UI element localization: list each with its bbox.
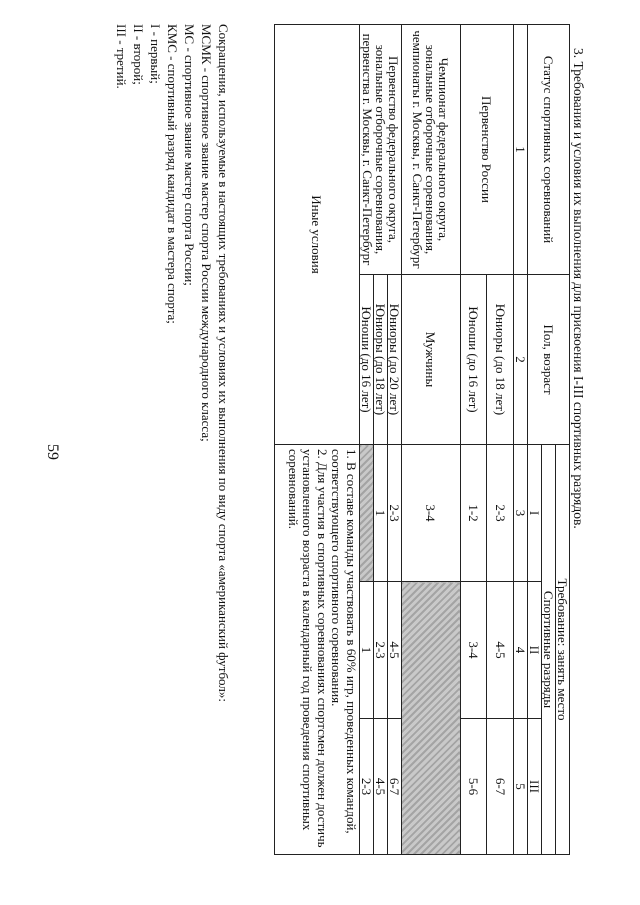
header-rank-3: III xyxy=(527,718,542,855)
table-header-row: Статус спортивных соревнований Пол, возр… xyxy=(527,24,570,855)
hatched-empty-cell xyxy=(401,581,461,855)
status-cell: Первенство федерального округа, зональны… xyxy=(359,24,402,275)
header-rank-2: II xyxy=(527,581,542,719)
status-cell: Чемпионат федерального округа, зональные… xyxy=(401,24,461,275)
group-cell: Юниоры (до 18 лет) xyxy=(487,274,514,445)
value-cell: 2-3 xyxy=(487,444,514,582)
header-requirement: Требование: занять место xyxy=(555,444,570,855)
condition-item: 1. В составе команды участвовать в 60% и… xyxy=(329,449,360,834)
value-cell: 6-7 xyxy=(387,718,402,855)
header-ranks: Спортивные разряды xyxy=(541,444,556,855)
value-cell: 6-7 xyxy=(487,718,514,855)
value-cell: 2-3 xyxy=(359,718,374,855)
group-cell: Юниоры (до 18 лет) xyxy=(373,274,388,445)
column-number: 1 xyxy=(513,24,528,275)
abbreviations-block: Сокращения, используемые в настоящих тре… xyxy=(113,24,232,854)
abbreviation-item: II - второй; xyxy=(131,24,146,85)
table-row: Чемпионат федерального округа, зональные… xyxy=(401,24,461,855)
group-cell: Мужчины xyxy=(401,274,461,445)
status-cell: Первенство России xyxy=(460,24,514,275)
table-row: Первенство России Юниоры (до 18 лет) 2-3… xyxy=(460,24,514,855)
abbreviations-intro: Сокращения, используемые в настоящих тре… xyxy=(216,24,231,702)
value-cell: 1-2 xyxy=(460,444,487,582)
value-cell: 3-4 xyxy=(460,581,487,719)
column-number: 4 xyxy=(513,581,528,719)
value-cell: 3-4 xyxy=(401,444,461,582)
value-cell: 4-5 xyxy=(387,581,402,719)
abbreviation-item: МСМК - спортивное звание мастер спорта Р… xyxy=(199,24,214,442)
other-conditions-row: Иные условия 1. В составе команды участв… xyxy=(274,24,360,855)
column-number: 2 xyxy=(513,274,528,445)
column-number: 5 xyxy=(513,718,528,855)
value-cell: 4-5 xyxy=(373,718,388,855)
column-number: 3 xyxy=(513,444,528,582)
table-row: Первенство федерального округа, зональны… xyxy=(359,24,402,855)
header-rank-1: I xyxy=(527,444,542,582)
section-heading: 3. Требования и условия их выполнения дл… xyxy=(571,48,586,529)
header-gender-age: Пол, возраст xyxy=(527,274,570,445)
page-number: 59 xyxy=(44,444,61,460)
value-cell: 4-5 xyxy=(487,581,514,719)
group-cell: Юноши (до 16 лет) xyxy=(460,274,487,445)
other-conditions-label: Иные условия xyxy=(274,24,360,445)
value-cell: 2-3 xyxy=(373,581,388,719)
abbreviation-item: КМС - спортивный разряд кандидат в масте… xyxy=(165,24,180,324)
requirements-table: Статус спортивных соревнований Пол, возр… xyxy=(274,24,570,855)
value-cell: 2-3 xyxy=(387,444,402,582)
header-status: Статус спортивных соревнований xyxy=(527,24,570,275)
abbreviation-item: I - первый; xyxy=(148,24,163,84)
group-cell: Юниоры (до 20 лет) xyxy=(387,274,402,445)
column-number-row: 1 2 3 4 5 xyxy=(513,24,528,855)
rotated-page-content: 3. Требования и условия их выполнения дл… xyxy=(78,6,588,886)
other-conditions-text: 1. В составе команды участвовать в 60% и… xyxy=(274,444,360,855)
hatched-empty-cell xyxy=(359,444,374,582)
value-cell: 5-6 xyxy=(460,718,487,855)
value-cell: 1 xyxy=(359,581,374,719)
abbreviation-item: МС - спортивное звание мастер спорта Рос… xyxy=(182,24,197,286)
group-cell: Юноши (до 16 лет) xyxy=(359,274,374,445)
condition-item: 2. Для участия в спортивных соревнования… xyxy=(286,449,330,848)
value-cell: 1 xyxy=(373,444,388,582)
abbreviation-item: III - третий. xyxy=(114,24,129,89)
